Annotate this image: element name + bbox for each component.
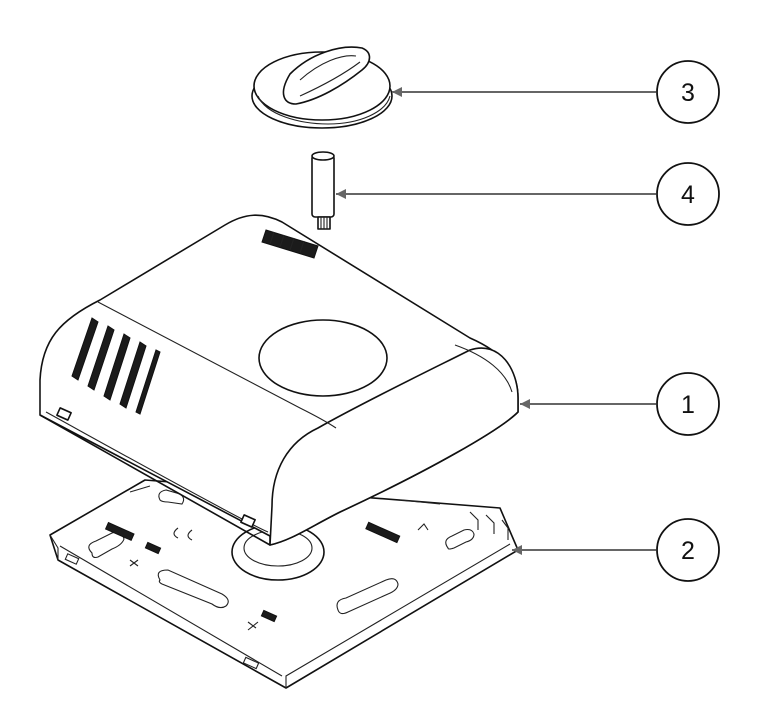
knob-cap bbox=[251, 46, 393, 129]
arrowhead-2 bbox=[512, 545, 522, 555]
callout-label-1: 1 bbox=[681, 391, 695, 419]
arrowhead-3 bbox=[392, 87, 402, 97]
base-plate bbox=[49, 479, 519, 689]
housing-cover bbox=[39, 214, 519, 546]
callout-label-2: 2 bbox=[681, 537, 695, 565]
callout-label-3: 3 bbox=[681, 79, 695, 107]
callout-label-4: 4 bbox=[681, 181, 695, 209]
callout-4: 4 bbox=[656, 162, 720, 226]
arrowhead-4 bbox=[336, 189, 346, 199]
callout-2: 2 bbox=[656, 518, 720, 582]
callout-3: 3 bbox=[656, 60, 720, 124]
arrowhead-1 bbox=[520, 399, 530, 409]
leader-lines bbox=[336, 87, 656, 555]
pin-part bbox=[311, 151, 335, 230]
callout-1: 1 bbox=[656, 372, 720, 436]
